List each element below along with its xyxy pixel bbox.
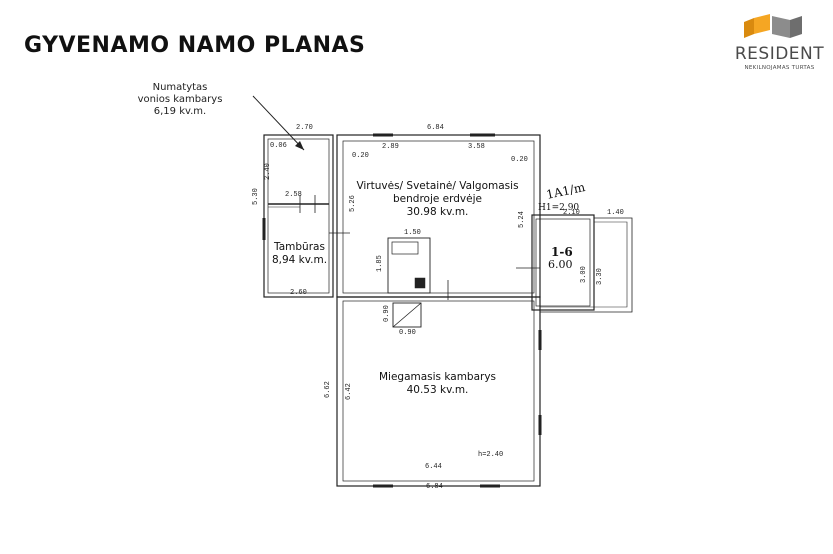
kitchen-name-2: bendroje erdvėje: [393, 193, 482, 205]
porch-name: 1-6: [551, 245, 573, 259]
dim-0-90-horizontal: 0.90: [399, 329, 416, 337]
tamburas-inner-wall: [267, 138, 330, 294]
dim-1-50: 1.50: [404, 229, 421, 237]
dim-5-26: 5.26: [349, 195, 357, 212]
dim-5-30: 5.30: [252, 188, 260, 205]
annotation-arrow: [252, 95, 305, 151]
porch-outer-wall: [531, 214, 595, 311]
porch-steps: [540, 217, 633, 313]
stove-block: [387, 237, 431, 294]
brand-name: RESIDENT: [734, 44, 825, 64]
dim-6-42: 6.42: [345, 383, 353, 400]
dim-0-90-vertical: 0.90: [383, 305, 391, 322]
porch-value: 6.00: [548, 258, 573, 271]
dim-3-30: 3.30: [596, 268, 604, 285]
bathroom-annotation: Numatytas vonios kambarys 6,19 kv.m.: [130, 82, 230, 118]
annotation-line-3: 6,19 kv.m.: [153, 106, 207, 117]
bedroom-inner-wall: [342, 300, 535, 482]
dim-2-89: 2.89: [382, 143, 399, 151]
dim-2-70: 2.70: [296, 124, 313, 132]
dim-6-44: 6.44: [425, 463, 442, 471]
page-title: GYVENAMO NAMO PLANAS: [24, 33, 366, 58]
annotation-line-2: vonios kambarys: [137, 94, 223, 105]
dim-3-58: 3.58: [468, 143, 485, 151]
dim-6-84-bottom: 6.84: [426, 483, 443, 491]
dim-2-60: 2.60: [290, 289, 307, 297]
bedroom-area: 40.53 kv.m.: [406, 384, 469, 396]
room-bedroom-label: Miegamasis kambarys 40.53 kv.m.: [345, 371, 530, 397]
brand-subtitle: NEKILNOJAMAS TURTAS: [744, 65, 815, 71]
label-h1: H1=2.90: [538, 203, 580, 213]
dim-6-84-top: 6.84: [427, 124, 444, 132]
porch-inner-wall: [535, 218, 591, 307]
dim-1-40: 1.40: [607, 209, 624, 217]
bedroom-name: Miegamasis kambarys: [378, 371, 497, 383]
resident-logo-icon: [744, 14, 802, 38]
dim-0-06: 0.06: [270, 142, 287, 150]
dim-2-58: 2.58: [285, 191, 302, 199]
dim-0-20-left: 0.20: [352, 152, 369, 160]
dim-0-20-right: 0.20: [511, 156, 528, 164]
dim-2-10: 2.10: [563, 209, 580, 217]
room-tamburas-label: Tambūras 8,94 kv.m.: [262, 241, 337, 267]
kitchen-area: 30.98 kv.m.: [406, 206, 469, 218]
tamburas-outer-wall: [263, 134, 334, 298]
dim-6-62: 6.62: [324, 381, 332, 398]
oven-block: [392, 302, 422, 328]
dim-5-24: 5.24: [518, 211, 526, 228]
dim-2-40: 2.40: [264, 163, 272, 180]
tamburas-name: Tambūras: [274, 241, 325, 253]
room-kitchen-label: Virtuvės/ Svetainė/ Valgomasis bendroje …: [345, 180, 530, 219]
dim-3-00: 3.00: [580, 266, 588, 283]
annotation-line-1: Numatytas: [152, 82, 208, 93]
bedroom-outer-wall: [336, 296, 541, 487]
dim-h-2-40: h=2.40: [478, 451, 504, 459]
dim-1-85: 1.85: [376, 255, 384, 272]
tamburas-area: 8,94 kv.m.: [271, 254, 328, 266]
kitchen-name-1: Virtuvės/ Svetainė/ Valgomasis: [356, 180, 519, 192]
kitchen-inner-wall: [342, 140, 535, 294]
